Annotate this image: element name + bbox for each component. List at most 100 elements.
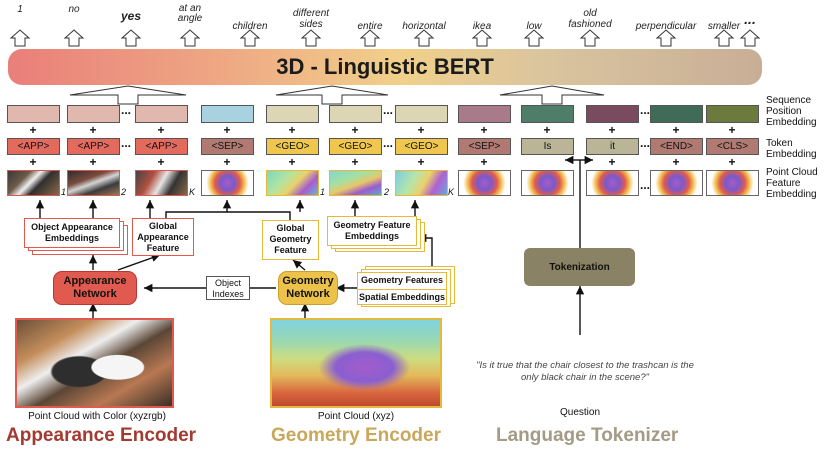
object-appearance-embeddings: Object Appearance Embeddings xyxy=(24,218,120,248)
plus-sign: + xyxy=(543,123,551,137)
plus-sign: + xyxy=(288,123,296,137)
token-end: <END> xyxy=(650,138,703,155)
pc-index-label: 1 xyxy=(61,187,67,197)
pc-thumb-app-k xyxy=(135,170,188,196)
plus-sign: + xyxy=(672,155,680,169)
geometry-network: Geometry Network xyxy=(278,271,338,305)
answer-label-ellipsis: ... xyxy=(744,11,756,27)
input-arrows xyxy=(69,85,605,105)
plus-sign: + xyxy=(157,155,165,169)
token-geo-1: <GEO> xyxy=(266,138,319,155)
pc-thumb-app-1 xyxy=(7,170,60,196)
global-appearance-feature: Global Appearance Feature xyxy=(132,218,194,256)
plus-sign: + xyxy=(223,155,231,169)
pc-index-label: 2 xyxy=(121,187,127,197)
geometry-features: Geometry Features xyxy=(358,273,446,290)
answer-label-1: 1 xyxy=(17,4,23,15)
pc-thumb-it xyxy=(586,170,639,196)
plus-sign: + xyxy=(417,123,425,137)
token-geo-2: <GEO> xyxy=(329,138,382,155)
pos-embed-6 xyxy=(329,105,382,123)
pos-embed-8 xyxy=(458,105,511,123)
answer-label-smaller: smaller xyxy=(707,21,741,32)
answer-label-children: children xyxy=(232,21,268,32)
pos-embed-5 xyxy=(266,105,319,123)
plus-sign: + xyxy=(351,155,359,169)
answer-label-ikea: ikea xyxy=(472,21,492,32)
plus-sign: + xyxy=(29,123,37,137)
bert-block: 3D - Linguistic BERT xyxy=(8,49,762,85)
pos-ellipsis-1: ... xyxy=(121,103,132,117)
token-app-2: <APP> xyxy=(67,138,120,155)
answer-label-entire: entire xyxy=(357,21,383,32)
appearance-input-caption: Point Cloud with Color (xyzrgb) xyxy=(28,411,166,422)
plus-sign: + xyxy=(480,123,488,137)
pos-embed-7 xyxy=(395,105,448,123)
pc-thumb-app-2 xyxy=(67,170,120,196)
token-it: it xyxy=(586,138,639,155)
pos-embed-2 xyxy=(67,105,120,123)
pos-embed-4 xyxy=(201,105,254,123)
pc-ellipsis-1: ... xyxy=(640,178,651,192)
pc-thumb-end xyxy=(650,170,703,196)
pc-index-label: 1 xyxy=(320,187,326,197)
answer-label-no: no xyxy=(68,4,80,15)
plus-sign: + xyxy=(608,123,616,137)
answer-label-horizontal: horizontal xyxy=(402,21,446,32)
spatial-embeddings: Spatial Embeddings xyxy=(358,292,445,302)
plus-sign: + xyxy=(728,123,736,137)
geometry-encoder-title: Geometry Encoder xyxy=(271,425,441,446)
token-sep-2: <SEP> xyxy=(458,138,511,155)
token-ellipsis-3: ... xyxy=(640,136,651,150)
plus-sign: + xyxy=(89,155,97,169)
token-sep-1: <SEP> xyxy=(201,138,254,155)
object-indexes: Object Indexes xyxy=(206,276,250,300)
token-ellipsis-1: ... xyxy=(121,136,132,150)
pc-index-label: K xyxy=(189,187,196,197)
token-cls: <CLS> xyxy=(706,138,759,155)
pos-ellipsis-3: ... xyxy=(640,103,651,117)
plus-sign: + xyxy=(672,123,680,137)
pc-thumb-geo-2 xyxy=(329,170,382,196)
pc-thumb-cls xyxy=(706,170,759,196)
plus-sign: + xyxy=(351,123,359,137)
pos-embed-9 xyxy=(521,105,574,123)
pc-thumb-geo-k xyxy=(395,170,448,196)
token-ellipsis-2: ... xyxy=(383,136,394,150)
token-app-k: <APP> xyxy=(135,138,188,155)
geometry-features-box: Geometry Features Spatial Embeddings xyxy=(357,272,447,305)
pc-thumb-sep-1 xyxy=(201,170,254,196)
geometry-feature-embeddings: Geometry Feature Embeddings xyxy=(327,216,417,246)
appearance-input-pointcloud xyxy=(15,318,174,408)
token-is: Is xyxy=(521,138,574,155)
plus-sign: + xyxy=(89,123,97,137)
appearance-network: Appearance Network xyxy=(53,271,137,305)
plus-sign: + xyxy=(417,155,425,169)
question-caption: Question xyxy=(559,407,601,418)
plus-sign: + xyxy=(728,155,736,169)
geometry-input-caption: Point Cloud (xyz) xyxy=(317,411,395,422)
plus-sign: + xyxy=(157,123,165,137)
pc-index-label: 2 xyxy=(384,187,390,197)
pos-embed-1 xyxy=(7,105,60,123)
pos-embed-3 xyxy=(135,105,188,123)
global-geometry-feature: Global Geometry Feature xyxy=(262,220,319,260)
token-geo-k: <GEO> xyxy=(395,138,448,155)
pc-thumb-geo-1 xyxy=(266,170,319,196)
answer-label-perpendicular: perpendicular xyxy=(635,21,697,32)
pc-thumb-is xyxy=(521,170,574,196)
pos-embed-10 xyxy=(586,105,639,123)
pos-embed-12 xyxy=(706,105,759,123)
plus-sign: + xyxy=(288,155,296,169)
plus-sign: + xyxy=(29,155,37,169)
output-arrows xyxy=(9,29,761,47)
token-app-1: <APP> xyxy=(7,138,60,155)
appearance-encoder-title: Appearance Encoder xyxy=(6,425,197,446)
plus-sign: + xyxy=(608,155,616,169)
pos-ellipsis-2: ... xyxy=(383,103,394,117)
